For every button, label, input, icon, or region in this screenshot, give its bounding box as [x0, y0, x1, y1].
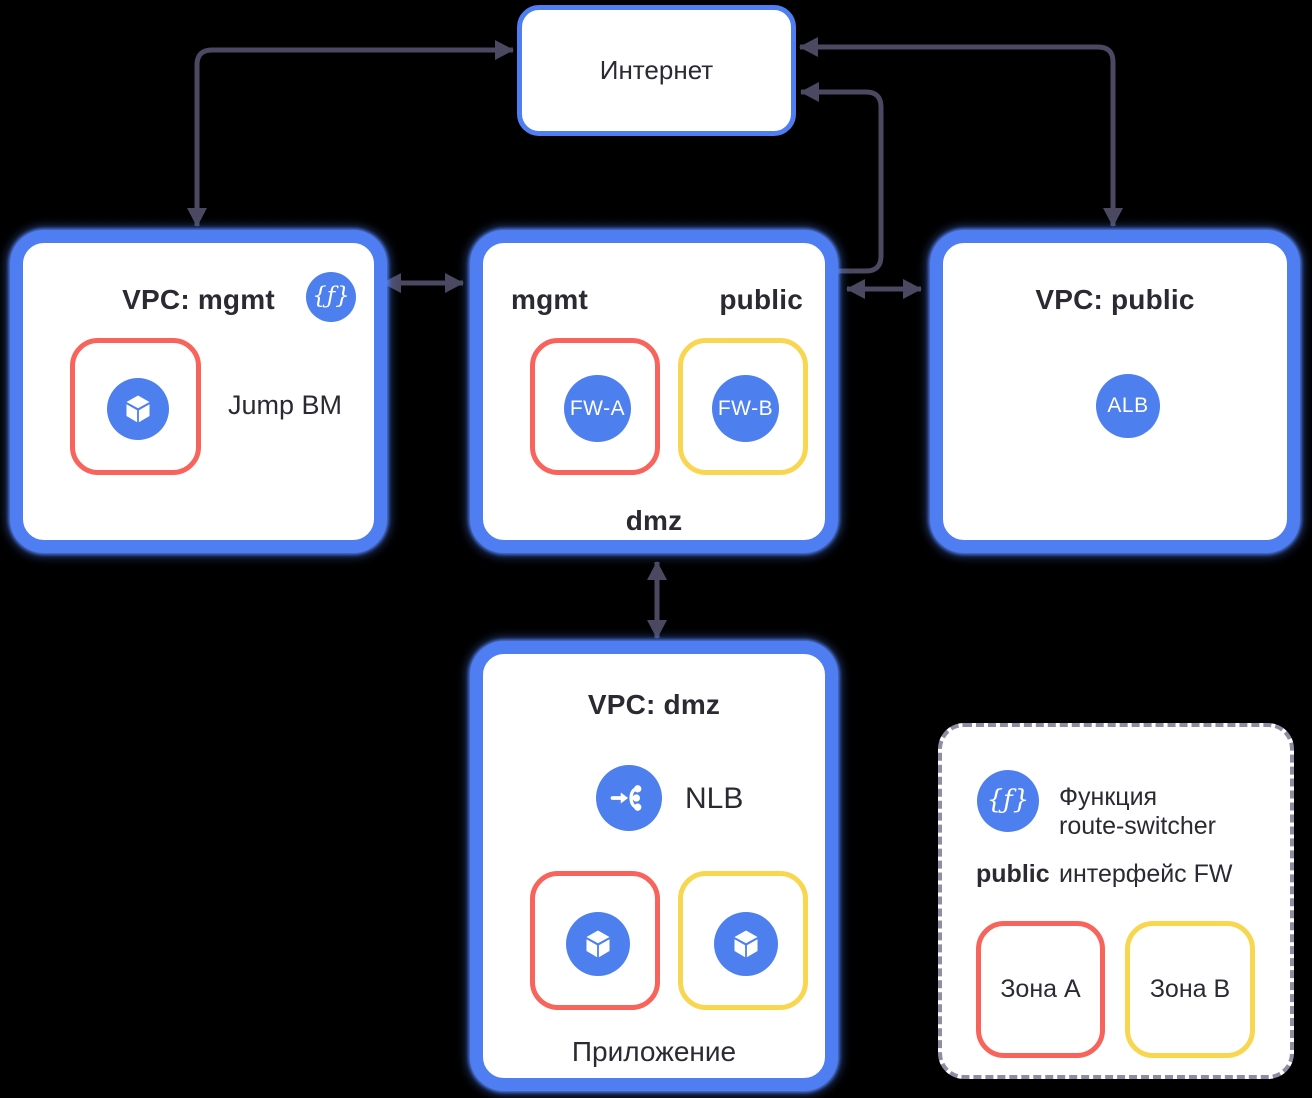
vpc-public-box: VPC: public ALB: [930, 230, 1300, 553]
function-icon-glyph: {ƒ}: [986, 785, 1030, 815]
fw-a-zone-box: FW-A: [530, 338, 660, 475]
jump-vm-zone-box: [70, 338, 201, 475]
vm-icon: [714, 912, 778, 976]
fw-b-icon: FW-B: [712, 375, 779, 442]
vpc-public-title: VPC: public: [1035, 284, 1195, 315]
load-balancer-icon: [610, 785, 642, 811]
vpc-dmz-box: VPC: dmz NLB: [470, 641, 838, 1091]
arrow-internet-mgmt: [187, 40, 514, 227]
legend-box: {ƒ} Функция route-switcher public интерф…: [938, 723, 1294, 1079]
vpc-mgmt-title: VPC: mgmt: [122, 284, 275, 315]
function-icon: {ƒ}: [306, 272, 356, 322]
fw-b-zone-box: FW-B: [678, 338, 808, 475]
internet-label: Интернет: [599, 55, 714, 85]
fw-b-label: FW-B: [717, 396, 774, 420]
fw-a-icon: FW-A: [564, 375, 631, 442]
jump-vm-label: Jump BM: [228, 390, 343, 420]
alb-icon: ALB: [1096, 374, 1160, 438]
cube-icon: [586, 930, 610, 958]
app-vm-b-zone-box: [678, 871, 808, 1010]
legend-function-line2: route-switcher: [1059, 812, 1216, 840]
fw-box: mgmt public FW-A FW-B dmz: [470, 230, 838, 553]
cube-icon: [734, 930, 758, 958]
legend-function-text: Функция route-switcher: [1059, 783, 1216, 841]
fw-subnet-public-label: public: [719, 284, 803, 315]
legend-function-line1: Функция: [1059, 783, 1158, 811]
nlb-icon: [596, 765, 662, 831]
legend-fw-interface-label: интерфейс FW: [1059, 860, 1233, 888]
vpc-dmz-title: VPC: dmz: [587, 689, 721, 720]
fw-subnet-dmz-label: dmz: [625, 505, 683, 536]
internet-box: Интернет: [517, 5, 796, 136]
function-icon: {ƒ}: [977, 770, 1039, 832]
vpc-mgmt-box: VPC: mgmt {ƒ} Jump BM: [10, 230, 387, 553]
cube-icon: [126, 395, 150, 423]
fw-subnet-mgmt-label: mgmt: [511, 284, 589, 315]
legend-zone-b-label: Зона B: [1149, 975, 1231, 1003]
legend-zone-a-box: Зона A: [976, 921, 1105, 1058]
app-label: Приложение: [571, 1036, 737, 1067]
app-vm-a-zone-box: [530, 871, 660, 1010]
nlb-label: NLB: [685, 782, 744, 815]
function-icon-glyph: {ƒ}: [312, 283, 350, 309]
arrow-internet-public: [799, 37, 1123, 227]
alb-label: ALB: [1107, 394, 1149, 417]
vm-icon: [566, 912, 630, 976]
legend-public-label: public: [976, 860, 1050, 888]
legend-zone-a-label: Зона A: [1000, 975, 1081, 1003]
vm-icon: [107, 378, 169, 440]
fw-a-label: FW-A: [569, 396, 626, 420]
legend-zone-b-box: Зона B: [1125, 921, 1255, 1058]
